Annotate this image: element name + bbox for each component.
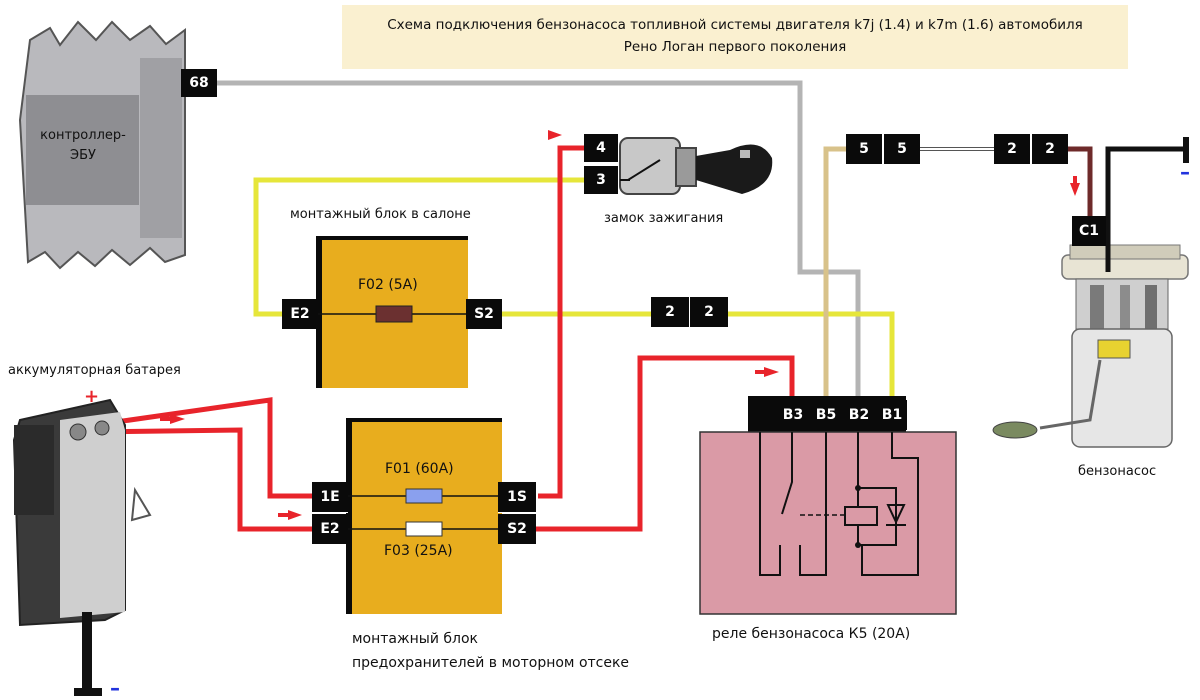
flow-arrows (160, 130, 1080, 520)
ecu-pin-68: 68 (181, 69, 217, 97)
fuse-f03-label: F03 (25A) (384, 543, 453, 559)
connector-5-right: 5 (884, 134, 920, 164)
ecu-label: контроллер- ЭБУ (30, 126, 136, 166)
connector-separator (498, 512, 536, 513)
connector-separator (1031, 139, 1032, 159)
cabin-pin-e2: E2 (282, 299, 318, 329)
ignition-pin-4: 4 (584, 134, 618, 162)
connector-separator (883, 139, 884, 159)
connector-separator (584, 163, 618, 164)
ignition-switch (619, 137, 773, 195)
wire-cabin-s2-to-relay-b1 (500, 311, 895, 400)
ignition-label: замок зажигания (604, 211, 724, 226)
relay-label: реле бензонасоса К5 (20А) (712, 626, 911, 642)
relay-pin-b5: B5 (811, 400, 841, 430)
wire-pump-c1 (1066, 146, 1093, 218)
engine-block-label-2: предохранителей в моторном отсеке (352, 655, 630, 671)
connector-22-right: 2 (1032, 134, 1068, 164)
cabin-fuse-block (300, 236, 480, 388)
connector-22-left: 2 (994, 134, 1030, 164)
engine-block-label-1: монтажный блок (352, 631, 478, 647)
engine-fuse-block (330, 418, 515, 614)
cabin-pin-s2: S2 (466, 299, 502, 329)
engine-pin-s2: S2 (498, 514, 536, 544)
wire-ign3-to-cabin-e2 (253, 177, 588, 317)
engine-pin-e2: E2 (312, 514, 348, 544)
cabin-block-label: монтажный блок в салоне (290, 207, 471, 222)
ecu-unit (18, 20, 186, 270)
wire-1s-to-ign4 (538, 145, 588, 499)
battery-label: аккумуляторная батарея (8, 363, 181, 378)
connector-2-left: 2 (651, 297, 689, 327)
pump-minus-sign: – (1180, 160, 1190, 184)
relay-pin-b1: B1 (877, 400, 907, 430)
pump-pin-c1: C1 (1072, 216, 1106, 246)
fuel-pump-relay (699, 396, 957, 615)
connector-separator (312, 512, 348, 513)
wire-ecu-to-relay (215, 80, 861, 400)
engine-pin-1s: 1S (498, 482, 536, 512)
wire-battery-to-1e (94, 397, 312, 499)
connector-5-left: 5 (846, 134, 882, 164)
battery (12, 398, 152, 696)
engine-pin-1e: 1E (312, 482, 348, 512)
connector-separator (689, 302, 690, 322)
wire-s2-to-relay-b3 (536, 355, 795, 532)
battery-minus-sign: – (110, 676, 120, 700)
fuse-f01-label: F01 (60A) (385, 461, 454, 477)
pump-label: бензонасос (1078, 464, 1157, 479)
ignition-pin-3: 3 (584, 166, 618, 194)
title-line-1: Схема подключения бензонасоса топливной … (387, 17, 1083, 33)
relay-pin-b2: B2 (844, 400, 874, 430)
title-line-2: Рено Логан первого поколения (623, 39, 847, 55)
relay-pin-b3: B3 (778, 400, 808, 430)
diagram-title: Схема подключения бензонасоса топливной … (342, 5, 1128, 69)
wire-battery-to-e2 (94, 427, 312, 532)
fuse-f02-label: F02 (5A) (358, 277, 418, 293)
fuel-pump (992, 137, 1189, 448)
ecu-label-text: контроллер- ЭБУ (40, 128, 126, 163)
wire-relay-b5-to-pump (823, 146, 848, 400)
battery-plus-sign: + (84, 386, 100, 407)
connector-2-right: 2 (690, 297, 728, 327)
